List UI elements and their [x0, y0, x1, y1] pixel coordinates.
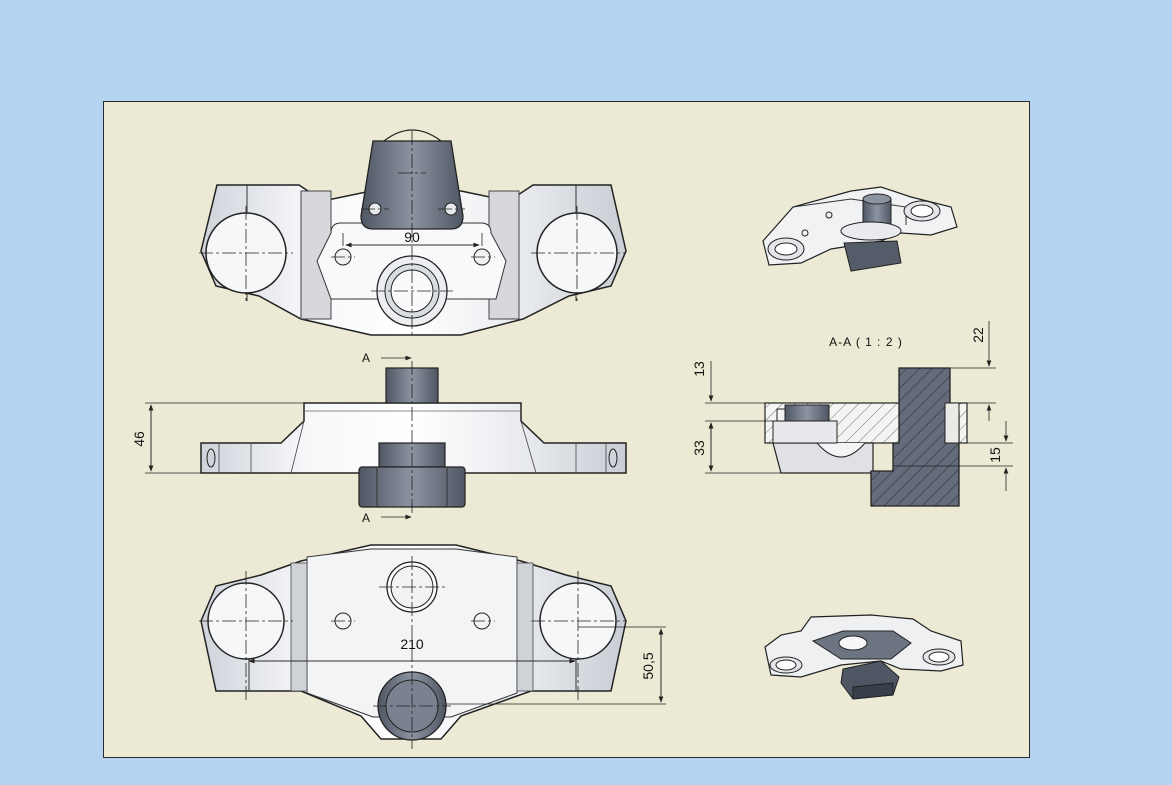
front-view-body	[200, 402, 627, 474]
technical-drawing: 90 A A 46	[131, 129, 1013, 749]
bottom-view: 210 50,5	[199, 544, 666, 749]
dim-22: 22	[970, 327, 986, 343]
isometric-view-top	[762, 186, 958, 272]
section-label-top: A	[362, 351, 370, 365]
dim-13: 13	[691, 361, 707, 377]
section-steel-part	[870, 367, 960, 507]
dim-46: 46	[131, 431, 147, 447]
section-label-bottom: A	[362, 511, 370, 525]
dim-15: 15	[987, 447, 1003, 463]
dim-210: 210	[400, 636, 424, 652]
dim-33: 33	[691, 440, 707, 456]
front-view: A A 46	[131, 351, 627, 525]
isometric-view-bottom	[764, 614, 964, 700]
section-title: A-A ( 1 : 2 )	[829, 335, 903, 349]
drawing-sheet: 90 A A 46	[103, 101, 1030, 758]
dim-90: 90	[404, 229, 420, 245]
section-view: A-A ( 1 : 2 ) 22 13 33 15	[691, 321, 1013, 507]
top-view: 90	[199, 129, 627, 336]
dim-50-5: 50,5	[640, 652, 656, 679]
